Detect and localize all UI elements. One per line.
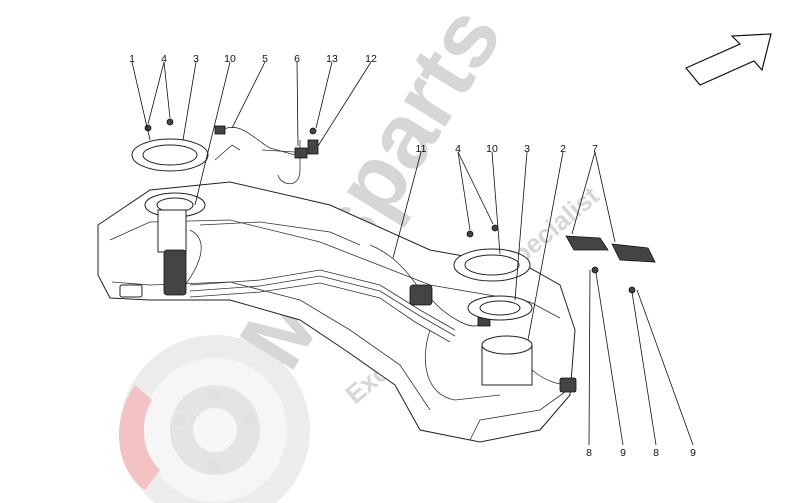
callout-2: 2	[560, 143, 566, 155]
level-sensors	[565, 235, 656, 294]
callout-1: 1	[129, 53, 135, 65]
callout-4b: 4	[455, 143, 461, 155]
callout-9b: 9	[690, 447, 696, 459]
callout-4a: 4	[161, 53, 167, 65]
callout-labels: 1 4 3 10 5 6 13 12 11 4 10 3 2 7 8 9 8 9	[129, 53, 696, 459]
leader-lines	[131, 61, 694, 446]
callout-8b: 8	[653, 447, 659, 459]
callout-12: 12	[365, 53, 377, 65]
callout-11: 11	[416, 143, 427, 155]
callout-6: 6	[294, 53, 300, 65]
arrow-up-right-icon	[685, 33, 772, 86]
right-fuel-pump-assembly	[453, 224, 577, 393]
callout-13: 13	[326, 53, 338, 65]
fuel-lines	[189, 221, 456, 343]
brake-disc-logo-icon	[118, 335, 310, 503]
fuel-tank	[97, 181, 576, 443]
callout-10a: 10	[224, 53, 236, 65]
callout-7: 7	[592, 143, 598, 155]
callout-3a: 3	[193, 53, 199, 65]
callout-10b: 10	[486, 143, 498, 155]
callout-5: 5	[262, 53, 268, 65]
wiring-harness	[214, 125, 319, 185]
callout-8a: 8	[586, 447, 592, 459]
left-fuel-pump-assembly	[131, 118, 209, 296]
callout-9a: 9	[620, 447, 626, 459]
callout-3b: 3	[524, 143, 530, 155]
